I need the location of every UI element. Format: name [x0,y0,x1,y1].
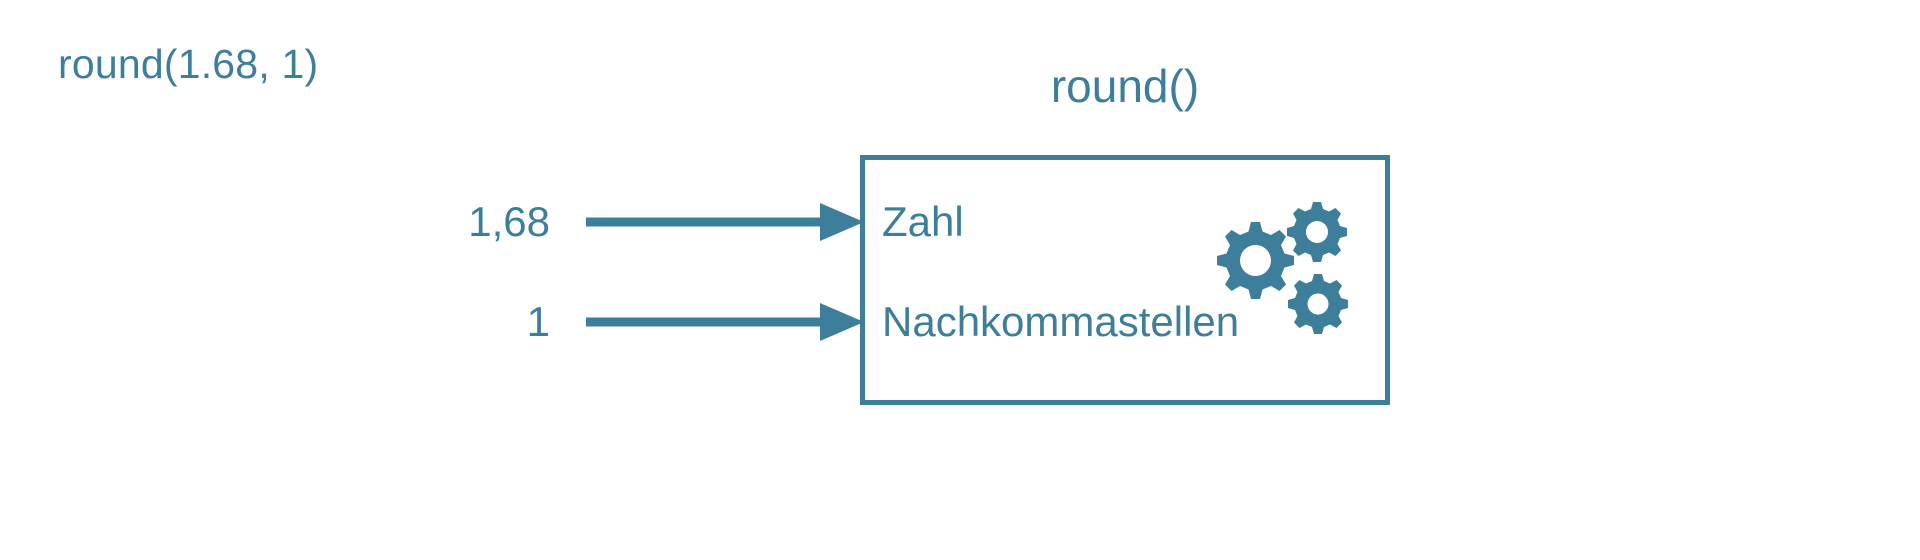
gear-large [1217,222,1294,299]
gear-small [1288,274,1348,334]
input-arrow-nachkommastellen [586,303,864,341]
gear-medium [1287,202,1347,262]
arrow-head [820,203,864,241]
gears-icon [1217,202,1348,334]
parameter-label-nachkommastellen: Nachkommastellen [882,298,1240,345]
arrow-head [820,303,864,341]
function-box [860,155,1390,405]
argument-value-zahl: 1,68 [468,198,550,245]
input-arrow-zahl [586,203,864,241]
argument-value-nachkommastellen: 1 [526,298,550,345]
function-name-title: round() [1050,60,1200,112]
expression-annotation: round(1.68, 1) [58,41,319,87]
parameter-label-zahl: Zahl [882,198,964,245]
